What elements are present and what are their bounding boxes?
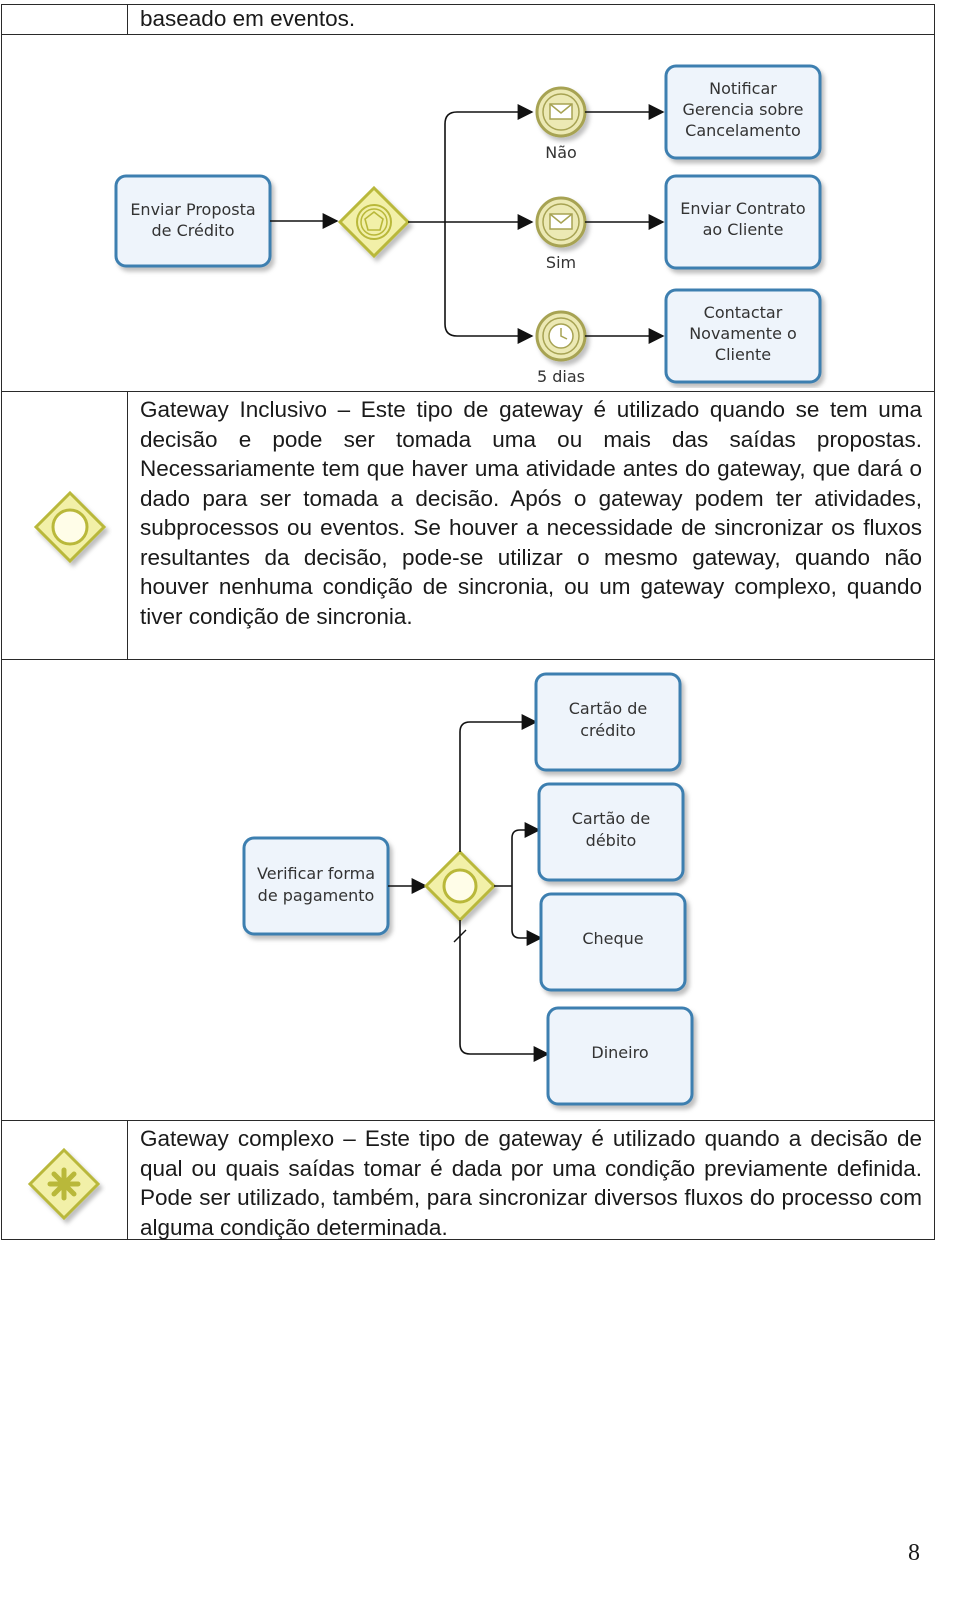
task-label: Cheque: [582, 929, 643, 948]
task-label: débito: [586, 831, 637, 850]
envelope-icon: [549, 103, 573, 120]
intro-tail-text: baseado em eventos.: [140, 6, 356, 31]
table-row-divider: [1, 391, 935, 392]
clock-icon: [548, 323, 574, 349]
task-notificar-gerencia: Notificar Gerencia sobre Cancelamento: [664, 64, 822, 160]
page-number: 8: [908, 1540, 920, 1566]
event-label: Não: [545, 143, 577, 162]
table-border-left: [1, 4, 2, 1240]
table-border-right: [934, 4, 935, 1240]
task-label: crédito: [580, 721, 636, 740]
complex-gateway-description: Gateway complexo – Este tipo de gateway …: [140, 1126, 922, 1240]
inclusive-gateway-diagram: Verificar forma de pagamento Cartão de c…: [242, 672, 694, 1106]
complex-gateway-icon: [27, 1147, 101, 1221]
task-cartao-credito: Cartão de crédito: [534, 672, 682, 772]
task-label: Cartão de: [569, 699, 648, 718]
task-label: Enviar Proposta: [130, 200, 255, 219]
task-label: Novamente o: [689, 324, 797, 343]
inclusive-gateway-icon: [33, 490, 107, 564]
task-label: Cartão de: [572, 809, 651, 828]
table-row-divider: [1, 34, 935, 35]
event-based-gateway-icon: [337, 185, 411, 259]
task-verificar-pagamento: Verificar forma de pagamento: [242, 836, 390, 936]
message-event-sim: Sim: [535, 196, 587, 272]
task-label: de Crédito: [152, 221, 235, 240]
task-label: Contactar: [704, 303, 783, 322]
task-label: Gerencia sobre: [683, 100, 804, 119]
table-col-divider: [127, 1120, 128, 1240]
table-row-divider: [1, 1120, 935, 1121]
sequence-flow: [444, 222, 534, 344]
message-event-nao: Não: [535, 86, 587, 162]
table-col-divider: [127, 391, 128, 660]
task-label: Enviar Contrato: [680, 199, 805, 218]
inclusive-gateway-icon: [423, 849, 497, 923]
task-label: Cancelamento: [685, 121, 801, 140]
envelope-icon: [549, 213, 573, 230]
task-contactar-cliente: Contactar Novamente o Cliente: [664, 288, 822, 384]
task-enviar-proposta: Enviar Proposta de Crédito: [114, 174, 272, 268]
sequence-flow: [459, 714, 538, 852]
content-table: [1, 4, 959, 1240]
task-label: Verificar forma: [257, 864, 375, 883]
event-label: 5 dias: [537, 367, 585, 386]
sequence-flow: [459, 920, 550, 1062]
timer-event-5-dias: 5 dias: [535, 310, 587, 386]
task-cheque: Cheque: [539, 892, 687, 992]
task-label: Cliente: [715, 345, 771, 364]
table-col-divider: [127, 4, 128, 35]
event-label: Sim: [546, 253, 576, 272]
task-enviar-contrato: Enviar Contrato ao Cliente: [664, 174, 822, 270]
sequence-flow: [511, 886, 543, 946]
event-gateway-diagram: Enviar Proposta de Crédito Não Sim: [114, 64, 822, 386]
task-cartao-debito: Cartão de débito: [537, 782, 685, 882]
task-label: ao Cliente: [703, 220, 784, 239]
task-label: Dineiro: [591, 1043, 648, 1062]
sequence-flow: [511, 822, 541, 886]
asterisk-icon: [47, 1167, 81, 1201]
default-flow-marker: [453, 929, 467, 943]
task-label: de pagamento: [258, 886, 375, 905]
task-dineiro: Dineiro: [546, 1006, 694, 1106]
inclusive-gateway-description: Gateway Inclusivo – Este tipo de gateway…: [140, 397, 922, 629]
task-label: Notificar: [709, 79, 777, 98]
sequence-flow: [444, 104, 534, 222]
table-row-divider: [1, 659, 935, 660]
table-border-bottom: [1, 1239, 935, 1240]
table-border-top: [1, 4, 935, 5]
